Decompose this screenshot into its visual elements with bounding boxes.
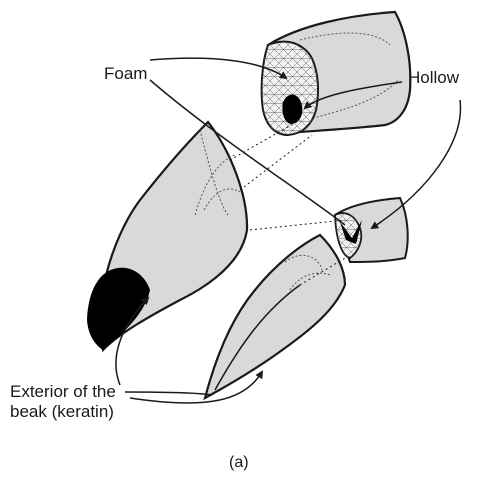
label-exterior-line1: Exterior of the	[10, 382, 116, 402]
upper-beak-section	[262, 12, 411, 135]
label-foam: Foam	[104, 64, 147, 84]
figure-caption: (a)	[229, 453, 249, 473]
lower-beak-section	[335, 198, 408, 262]
label-exterior-line2: beak (keratin)	[10, 402, 114, 422]
label-hollow: Hollow	[408, 68, 459, 88]
left-beak-shell	[87, 122, 247, 350]
